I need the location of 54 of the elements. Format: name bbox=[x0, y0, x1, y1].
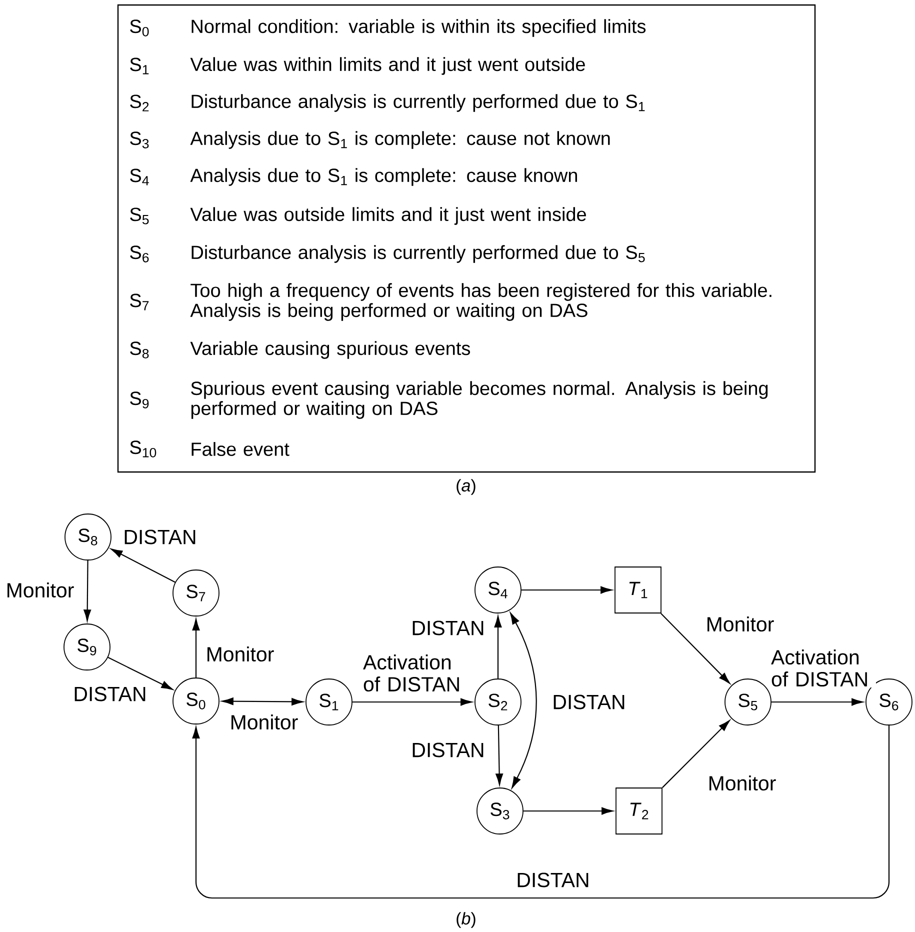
double-arrow bbox=[510, 612, 537, 788]
state-symbol: S$_{9}$ bbox=[130, 392, 149, 408]
state-description: Variable causing spurious events bbox=[190, 341, 470, 359]
state-symbol: S$_{6}$ bbox=[130, 246, 149, 262]
arrow bbox=[352, 698, 472, 706]
state-symbol: S$_{0}$ bbox=[130, 20, 149, 36]
arrow bbox=[192, 725, 890, 899]
edge-label: DISTAN bbox=[410, 620, 486, 636]
edge-label: DISTAN bbox=[72, 686, 148, 702]
panel-label: (a) bbox=[456, 479, 476, 495]
arrow bbox=[662, 720, 730, 788]
panel-label: (b) bbox=[456, 912, 476, 928]
state-symbol: S$_{10}$ bbox=[130, 440, 156, 458]
state-description: Value was outside limits and it just went inside bbox=[190, 207, 586, 225]
timer-box: T$_{1}$ bbox=[614, 566, 662, 614]
arrow bbox=[494, 616, 502, 679]
state-description: Analysis due to S$_{1}$ is complete: cause known bbox=[190, 168, 577, 186]
arrow bbox=[496, 725, 504, 786]
state-description: Analysis due to S$_{1}$ is complete: cause not known bbox=[190, 131, 610, 149]
state-symbol: S$_{4}$ bbox=[130, 168, 149, 186]
state-symbol: S$_{1}$ bbox=[130, 58, 149, 74]
arrow bbox=[84, 560, 92, 622]
state-description: Too high a frequency of events has been registered for this variable. Analysis is being performed or waiting on DAS bbox=[190, 283, 772, 321]
state-symbol: S$_{2}$ bbox=[130, 94, 149, 112]
timer-box: T$_{2}$ bbox=[616, 788, 662, 834]
edge-label: Activation of DISTAN bbox=[770, 648, 876, 688]
edge-label: Monitor bbox=[4, 581, 76, 599]
arrow bbox=[110, 548, 176, 583]
edge-label: DISTAN bbox=[515, 872, 591, 888]
state-description: Disturbance analysis is currently performed due to S$_{5}$ bbox=[192, 245, 645, 263]
state-description: Value was within limits and it just went outside bbox=[190, 57, 585, 75]
edge-label: DISTAN bbox=[551, 694, 627, 710]
edge-label: DISTAN bbox=[122, 528, 198, 546]
edge-label: Monitor bbox=[704, 615, 776, 633]
edge-label: DISTAN bbox=[410, 742, 486, 758]
state-symbol: S$_{8}$ bbox=[130, 342, 149, 358]
arrow bbox=[660, 613, 730, 684]
arrow bbox=[521, 586, 612, 594]
double-arrow bbox=[222, 698, 304, 706]
edge-label: Monitor bbox=[228, 713, 300, 731]
arrow bbox=[771, 698, 864, 706]
arrow bbox=[108, 656, 173, 690]
state-description: False event bbox=[192, 442, 290, 456]
state-description: Spurious event causing variable becomes normal. Analysis is being performed or waiting on DAS bbox=[191, 381, 768, 419]
state-symbol: S$_{3}$ bbox=[130, 132, 149, 148]
edge-label: Monitor bbox=[706, 774, 778, 792]
edge-label: Monitor bbox=[204, 645, 276, 663]
edge-label: Activation of DISTAN bbox=[362, 653, 468, 693]
arrow bbox=[523, 807, 614, 815]
state-description: Normal condition: variable is within its specified limits bbox=[192, 19, 646, 37]
arrow bbox=[192, 618, 200, 678]
state-description: Disturbance analysis is currently performed due to S$_{1}$ bbox=[192, 94, 645, 112]
state-symbol: S$_{5}$ bbox=[130, 208, 149, 224]
state-symbol: S$_{7}$ bbox=[130, 294, 149, 310]
